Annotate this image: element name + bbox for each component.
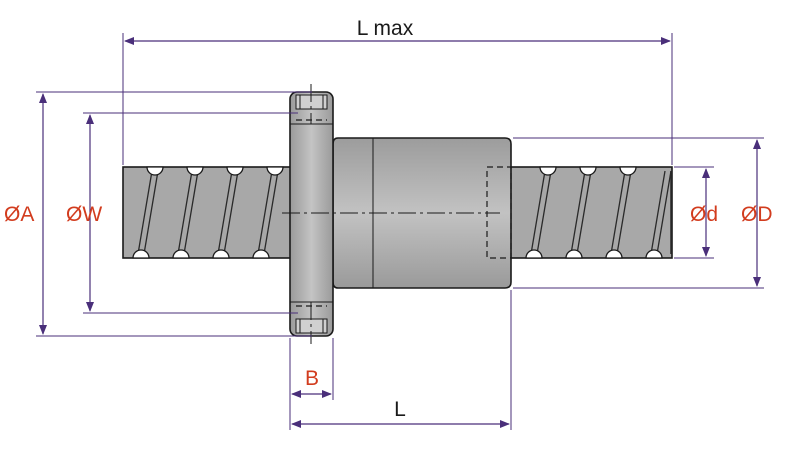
thread-groove <box>619 166 637 176</box>
thread-groove <box>645 249 663 259</box>
left-screw-shaft <box>122 166 294 259</box>
thread-groove <box>252 249 270 259</box>
thread-crest <box>570 170 586 255</box>
thread-groove <box>186 166 204 176</box>
dimension-dia-d-large <box>513 137 764 289</box>
dimension-l-max <box>122 33 673 165</box>
thread-crest <box>177 170 193 255</box>
label-dia-d-small: Ød <box>690 203 718 226</box>
thread-groove <box>132 249 150 259</box>
thread-crest <box>650 170 666 255</box>
label-dia-a: ØA <box>4 203 34 226</box>
flange <box>289 91 334 337</box>
dimension-b <box>289 338 334 430</box>
thread-crest <box>656 170 672 255</box>
thread-groove <box>226 166 244 176</box>
thread-groove <box>579 166 597 176</box>
dimension-dia-d-small <box>674 166 714 259</box>
right-screw-shaft <box>507 166 673 259</box>
thread-crest <box>616 170 632 255</box>
dimension-dia-w <box>83 112 298 314</box>
thread-crest <box>137 170 153 255</box>
label-l-max: L max <box>357 17 414 40</box>
thread-crest <box>143 170 159 255</box>
thread-groove <box>146 166 164 176</box>
dimension-l <box>291 290 512 430</box>
thread-groove <box>605 249 623 259</box>
thread-crest <box>530 170 546 255</box>
thread-crest <box>223 170 239 255</box>
thread-groove <box>525 249 543 259</box>
dimension-dia-a <box>36 91 312 337</box>
label-l: L <box>394 398 406 421</box>
label-dia-d-large: ØD <box>741 203 773 226</box>
thread-crest <box>257 170 273 255</box>
thread-crest <box>183 170 199 255</box>
label-dia-w: ØW <box>66 203 102 226</box>
thread-crest <box>576 170 592 255</box>
thread-groove <box>266 166 284 176</box>
thread-groove <box>565 249 583 259</box>
thread-crest <box>263 170 279 255</box>
thread-crest <box>610 170 626 255</box>
thread-groove <box>172 249 190 259</box>
thread-crest <box>536 170 552 255</box>
label-b: B <box>305 367 319 390</box>
thread-groove <box>539 166 557 176</box>
thread-crest <box>217 170 233 255</box>
thread-groove <box>212 249 230 259</box>
